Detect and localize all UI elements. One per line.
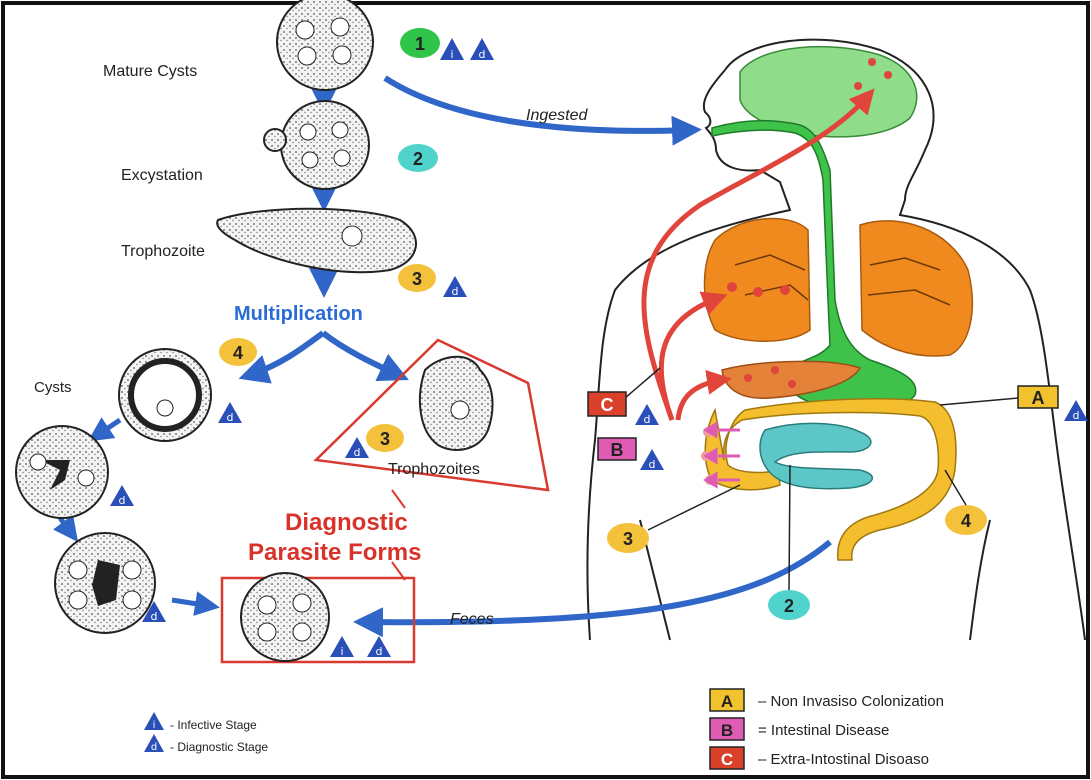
svg-text:d: d [649, 458, 656, 471]
svg-text:d: d [227, 411, 234, 424]
svg-text:d: d [376, 645, 383, 658]
cyst-cell [119, 349, 211, 441]
trophozoite-label: Trophozoite [121, 243, 205, 260]
legend-b: B = Intestinal Disease [710, 718, 889, 740]
diagnostic-title-line1: Diagnostic [285, 509, 408, 536]
svg-text:1: 1 [415, 34, 425, 54]
feces-cyst-cell [241, 573, 329, 661]
feces-label: Feces [450, 611, 494, 628]
svg-text:d: d [479, 48, 486, 61]
svg-text:- Diagnostic Stage: - Diagnostic Stage [170, 740, 268, 754]
svg-text:d: d [151, 610, 158, 623]
legend-c: C – Extra-Intostinal Disoaso [710, 747, 929, 769]
excystation-label: Excystation [121, 167, 203, 184]
svg-text:d: d [119, 494, 126, 507]
quadrinucleate-cyst-cell [55, 533, 155, 633]
svg-text:A: A [1032, 388, 1045, 408]
mature-cyst-cell [277, 0, 373, 90]
svg-text:2: 2 [784, 596, 794, 616]
svg-text:– Extra-Intostinal Disoaso: – Extra-Intostinal Disoaso [758, 751, 929, 768]
svg-text:3: 3 [380, 429, 390, 449]
step-badge-2-body: 2 [768, 590, 810, 620]
step-badge-3-top: 3 [398, 264, 436, 292]
svg-text:i: i [153, 720, 156, 731]
svg-text:- Infective Stage: - Infective Stage [170, 718, 257, 732]
step-badge-4-body: 4 [945, 505, 987, 535]
svg-text:A: A [721, 692, 733, 711]
box-a: A [1018, 386, 1058, 408]
mature-cysts-label: Mature Cysts [103, 63, 197, 80]
box-b: B [598, 438, 636, 460]
svg-text:i: i [340, 645, 343, 658]
svg-text:2: 2 [413, 149, 423, 169]
svg-text:d: d [644, 413, 651, 426]
diagnostic-title-line2: Parasite Forms [248, 539, 421, 566]
step-badge-4-left: 4 [219, 338, 257, 366]
svg-text:= Intestinal Disease: = Intestinal Disease [758, 722, 889, 739]
leader-line [789, 465, 790, 590]
step-badge-1: 1 [400, 28, 440, 58]
step-badge-3-body: 3 [607, 523, 649, 553]
box-c: C [588, 392, 626, 416]
step-badge-2-top: 2 [398, 144, 438, 172]
svg-text:d: d [354, 446, 361, 459]
svg-text:3: 3 [412, 269, 422, 289]
svg-text:4: 4 [961, 511, 971, 531]
svg-text:C: C [601, 395, 614, 415]
multiplication-label: Multiplication [234, 303, 363, 325]
svg-text:i: i [450, 48, 453, 61]
svg-text:d: d [1073, 409, 1080, 422]
trophozoites-cell [420, 357, 493, 450]
svg-text:4: 4 [233, 343, 243, 363]
svg-text:d: d [452, 285, 459, 298]
svg-text:3: 3 [623, 529, 633, 549]
svg-text:C: C [721, 750, 733, 769]
svg-text:B: B [611, 440, 624, 460]
step-badge-3-mid: 3 [366, 424, 404, 452]
svg-text:– Non Invasiso Colonization: – Non Invasiso Colonization [758, 693, 944, 710]
svg-text:B: B [721, 721, 733, 740]
ingested-label: Ingested [526, 107, 588, 124]
trophozoites-label: Trophozoites [388, 461, 480, 478]
binucleate-cyst-cell [16, 426, 108, 518]
cysts-label: Cysts [34, 379, 72, 396]
svg-text:d: d [151, 742, 157, 753]
